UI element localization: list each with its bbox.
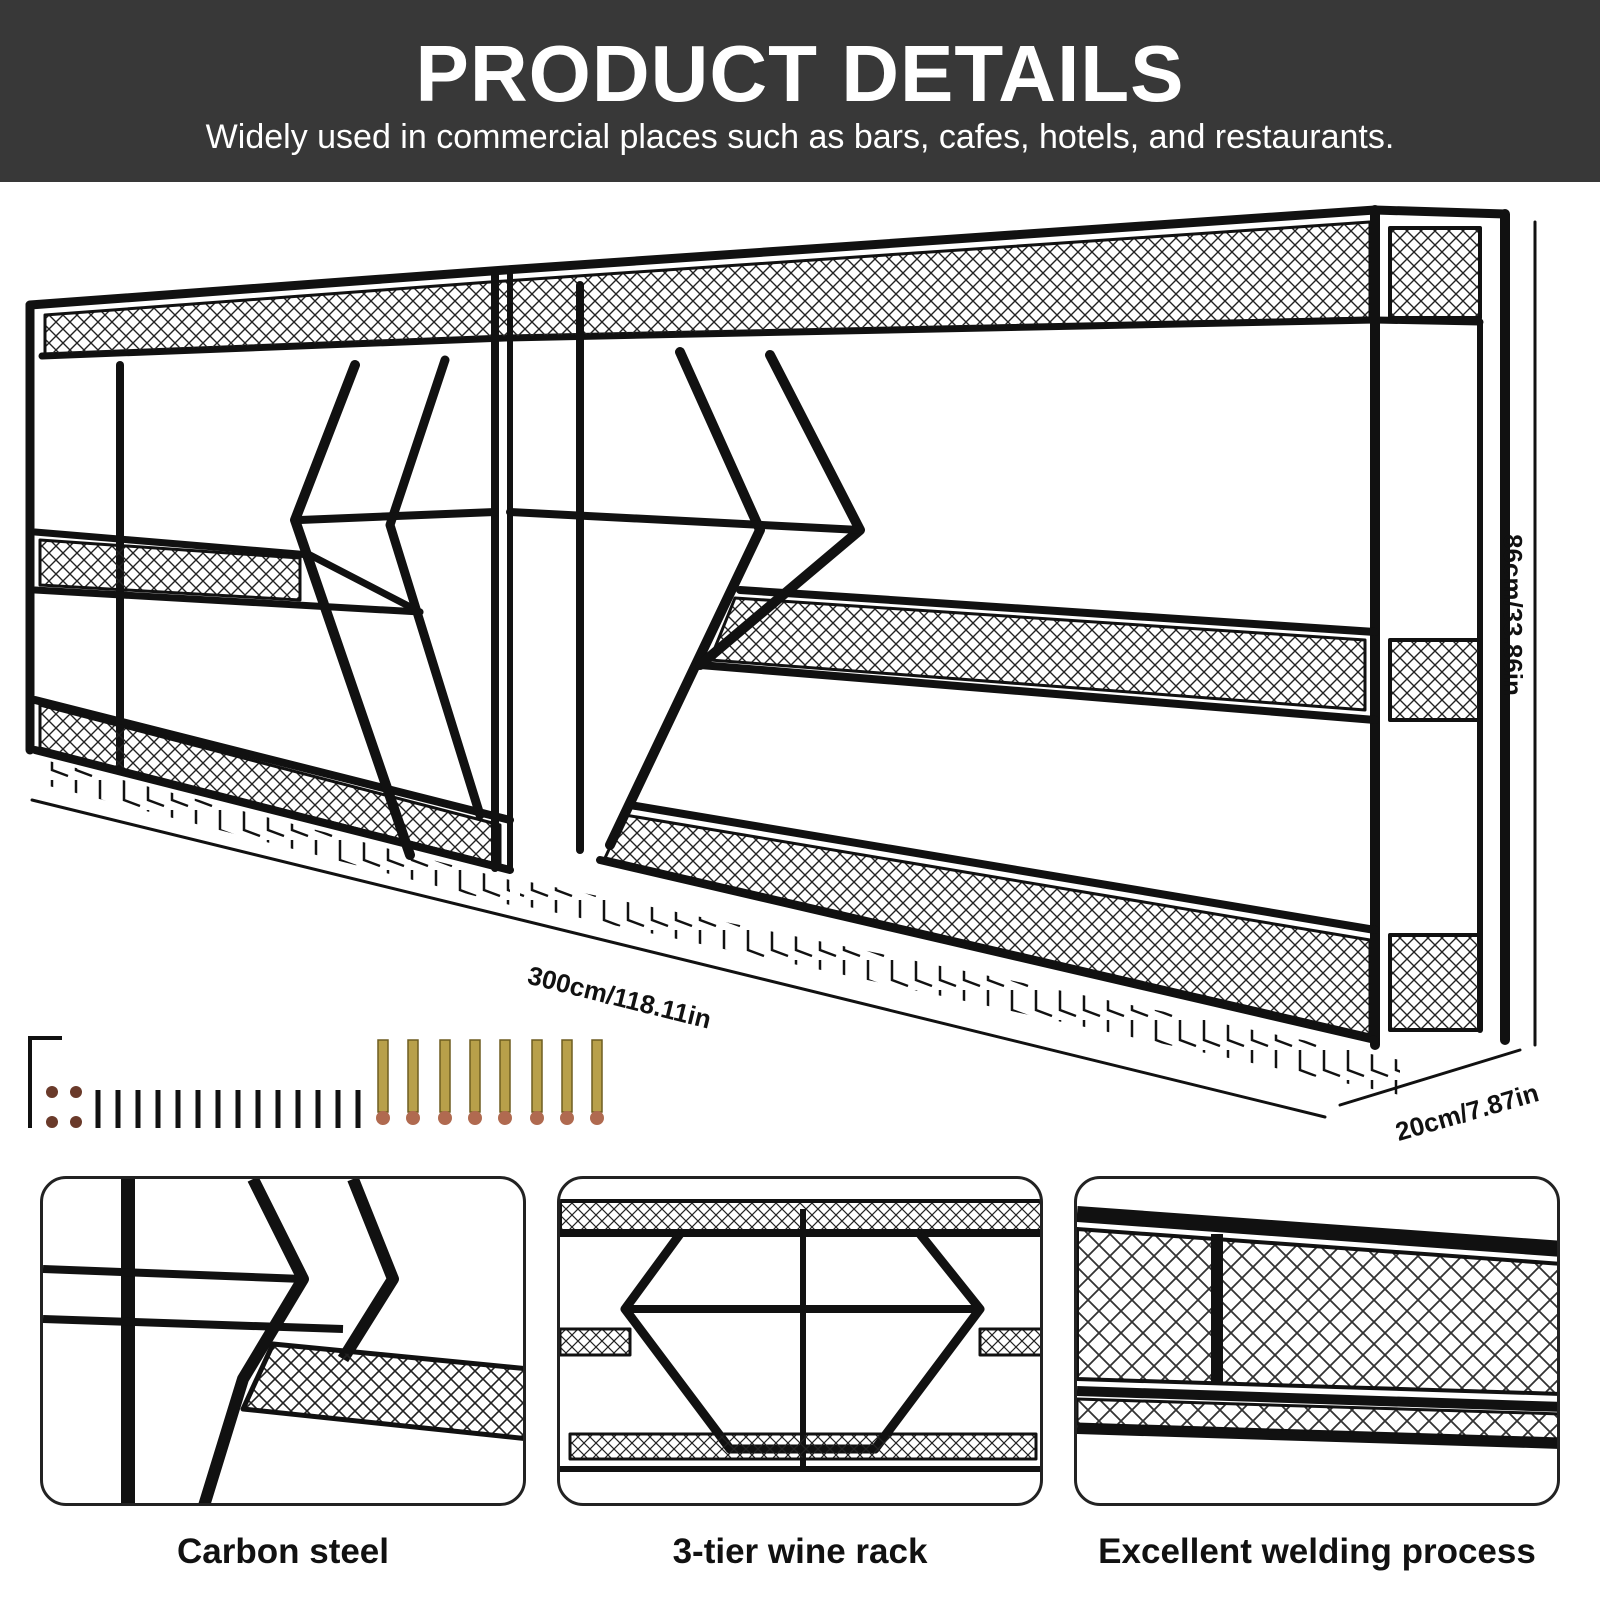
- page-title: PRODUCT DETAILS: [415, 29, 1185, 118]
- wine-rack-illustration: [25, 205, 1537, 1128]
- height-dimension-label: 86cm/33.86in: [1498, 534, 1528, 696]
- mesh-weld-closeup-icon: [1077, 1206, 1557, 1449]
- feature-caption-carbon-steel: Carbon steel: [177, 1532, 389, 1571]
- feature-panel-welding: [1074, 1176, 1560, 1506]
- header-banner: PRODUCT DETAILS Widely used in commercia…: [0, 0, 1600, 182]
- rack-center-closeup-icon: [560, 1199, 1040, 1472]
- feature-caption-welding: Excellent welding process: [1098, 1532, 1536, 1571]
- feature-panel-wine-rack: [557, 1176, 1043, 1506]
- feature-panel-carbon-steel: [40, 1176, 526, 1506]
- page-subtitle: Widely used in commercial places such as…: [205, 118, 1395, 156]
- feature-caption-wine-rack: 3-tier wine rack: [672, 1532, 928, 1571]
- mounting-hardware: [28, 1036, 604, 1128]
- shelf-closeup-icon: [43, 1179, 523, 1503]
